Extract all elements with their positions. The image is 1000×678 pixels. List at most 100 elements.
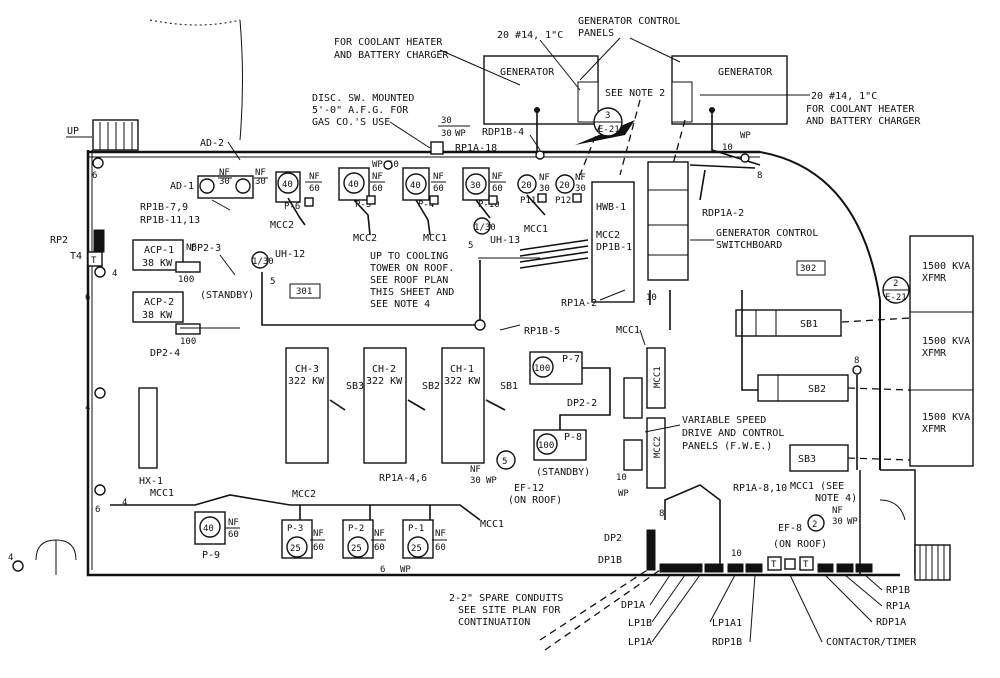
svg-text:25: 25 [351, 544, 362, 554]
svg-text:P-6: P-6 [284, 202, 300, 212]
svg-text:6: 6 [85, 293, 90, 303]
svg-text:NF: NF [470, 465, 481, 475]
pumps-p7-p8: 100 P-7 DP2-2 100 P-8 (STANDBY) [529, 351, 611, 478]
svg-text:FOR COOLANT HEATER: FOR COOLANT HEATER [334, 37, 443, 48]
svg-text:UH-12: UH-12 [275, 249, 305, 260]
svg-text:60: 60 [372, 184, 383, 194]
svg-text:60: 60 [433, 184, 444, 194]
panel-strip: DP2 DP1B T T [598, 529, 873, 573]
svg-text:XFMR: XFMR [922, 348, 947, 359]
svg-text:UP: UP [67, 126, 79, 137]
generator-right: GENERATOR [671, 55, 788, 125]
svg-text:P-9: P-9 [202, 550, 220, 561]
top-row-equipment: AD-1 NF 30 NF 30 RP1B-7,9 RP1B-11,13 40 … [140, 160, 586, 244]
svg-text:RDP1B-4: RDP1B-4 [482, 127, 524, 138]
svg-text:P-10: P-10 [478, 200, 500, 210]
svg-text:GENERATOR CONTROL: GENERATOR CONTROL [716, 228, 818, 239]
generator-left-label: GENERATOR [500, 67, 555, 78]
svg-text:SWITCHBOARD: SWITCHBOARD [716, 240, 782, 251]
svg-text:WP: WP [455, 129, 466, 139]
svg-text:25: 25 [290, 544, 301, 554]
svg-text:RDP1A-2: RDP1A-2 [702, 208, 744, 219]
wall-receptacles: 4 WP 10 8 6 [85, 131, 762, 496]
svg-text:322 KW: 322 KW [366, 376, 403, 387]
svg-text:ACP-1: ACP-1 [144, 245, 174, 256]
svg-text:1/30: 1/30 [252, 257, 274, 267]
svg-text:MCC1: MCC1 [423, 233, 447, 244]
svg-text:MCC1: MCC1 [524, 224, 548, 235]
svg-text:SEE NOTE 2: SEE NOTE 2 [605, 88, 665, 99]
svg-text:P11: P11 [520, 196, 536, 206]
svg-text:RP1B-7,9: RP1B-7,9 [140, 202, 188, 213]
svg-text:FOR COOLANT HEATER: FOR COOLANT HEATER [806, 104, 915, 115]
svg-text:NF: NF [372, 172, 383, 182]
svg-text:301: 301 [296, 287, 312, 297]
svg-text:P-8: P-8 [564, 432, 582, 443]
svg-text:AD-2: AD-2 [200, 138, 224, 149]
svg-text:100: 100 [178, 275, 194, 285]
svg-text:E-21: E-21 [598, 125, 620, 135]
svg-text:5'-0" A.F.G. FOR: 5'-0" A.F.G. FOR [312, 105, 409, 116]
svg-text:38 KW: 38 KW [142, 258, 173, 269]
svg-text:RDP1B: RDP1B [712, 637, 742, 648]
svg-text:20 #14, 1"C: 20 #14, 1"C [497, 30, 563, 41]
uh-13: 1/30 5 UH-13 [468, 217, 520, 251]
svg-text:SEE ROOF PLAN: SEE ROOF PLAN [370, 275, 448, 286]
svg-text:CH-2: CH-2 [372, 364, 396, 375]
stair-top-left [66, 119, 139, 151]
svg-text:5: 5 [468, 241, 473, 251]
svg-text:1500 KVA: 1500 KVA [922, 336, 970, 347]
svg-text:NF: NF [228, 518, 239, 528]
svg-text:30: 30 [470, 476, 481, 486]
svg-text:NF: NF [575, 173, 586, 183]
svg-text:20: 20 [559, 181, 570, 191]
svg-text:RP1A: RP1A [886, 601, 910, 612]
svg-text:100: 100 [534, 364, 550, 374]
ef-12: 5 NF 30 WP EF-12 (ON ROOF) RP1A-4,6 [379, 450, 562, 506]
svg-text:UP TO COOLING: UP TO COOLING [370, 251, 448, 262]
svg-text:100: 100 [538, 441, 554, 451]
svg-text:EF-12: EF-12 [514, 483, 544, 494]
svg-text:10: 10 [388, 160, 399, 170]
svg-text:RP1A-18: RP1A-18 [455, 143, 497, 154]
svg-text:322 KW: 322 KW [288, 376, 325, 387]
svg-text:SB3: SB3 [798, 454, 816, 465]
svg-text:SEE NOTE 4: SEE NOTE 4 [370, 299, 430, 310]
svg-text:(STANDBY): (STANDBY) [536, 467, 590, 478]
svg-text:UH-13: UH-13 [490, 235, 520, 246]
hwb-1: HWB-1 MCC2 DP1B-1 [591, 181, 635, 303]
svg-text:RP1A-8,10: RP1A-8,10 [733, 483, 787, 494]
svg-text:AD-1: AD-1 [170, 181, 194, 192]
svg-text:DP1B: DP1B [598, 555, 622, 566]
svg-text:MCC1: MCC1 [616, 325, 640, 336]
svg-text:40: 40 [348, 180, 359, 190]
svg-text:1500 KVA: 1500 KVA [922, 261, 970, 272]
svg-text:CH-3: CH-3 [295, 364, 319, 375]
svg-text:30: 30 [575, 184, 586, 194]
svg-text:2: 2 [893, 279, 898, 289]
svg-text:RP1A-2: RP1A-2 [561, 298, 597, 309]
svg-text:30: 30 [539, 184, 550, 194]
svg-text:MCC2: MCC2 [353, 233, 377, 244]
svg-text:4: 4 [85, 403, 90, 413]
svg-text:GAS CO.'S USE: GAS CO.'S USE [312, 117, 390, 128]
svg-text:NF: NF [539, 173, 550, 183]
svg-text:XFMR: XFMR [922, 273, 947, 284]
chillers: CH-3 322 KW SB3 CH-2 322 KW SB2 CH-1 322… [138, 347, 518, 487]
svg-text:T: T [771, 560, 777, 570]
svg-text:MCC2: MCC2 [653, 436, 663, 458]
generator-left: GENERATOR [483, 55, 599, 125]
cooling-tower-note: UP TO COOLING TOWER ON ROOF. SEE ROOF PL… [370, 239, 626, 337]
svg-text:P-4: P-4 [418, 200, 434, 210]
generator-right-label: GENERATOR [718, 67, 773, 78]
transformers: 1500 KVA XFMR 1500 KVA XFMR 1500 KVA XFM… [882, 235, 974, 467]
svg-text:MCC2: MCC2 [292, 489, 316, 500]
svg-text:DP2-3: DP2-3 [191, 243, 221, 254]
svg-text:SB2: SB2 [808, 384, 826, 395]
svg-text:P-3: P-3 [287, 524, 303, 534]
svg-text:DP2-4: DP2-4 [150, 348, 180, 359]
svg-text:RP1A-4,6: RP1A-4,6 [379, 473, 427, 484]
bottom-row-pumps: MCC1 MCC2 MCC1 40 NF 60 P-9 25 P-3 NF 60… [8, 488, 504, 575]
svg-text:3: 3 [605, 111, 610, 121]
